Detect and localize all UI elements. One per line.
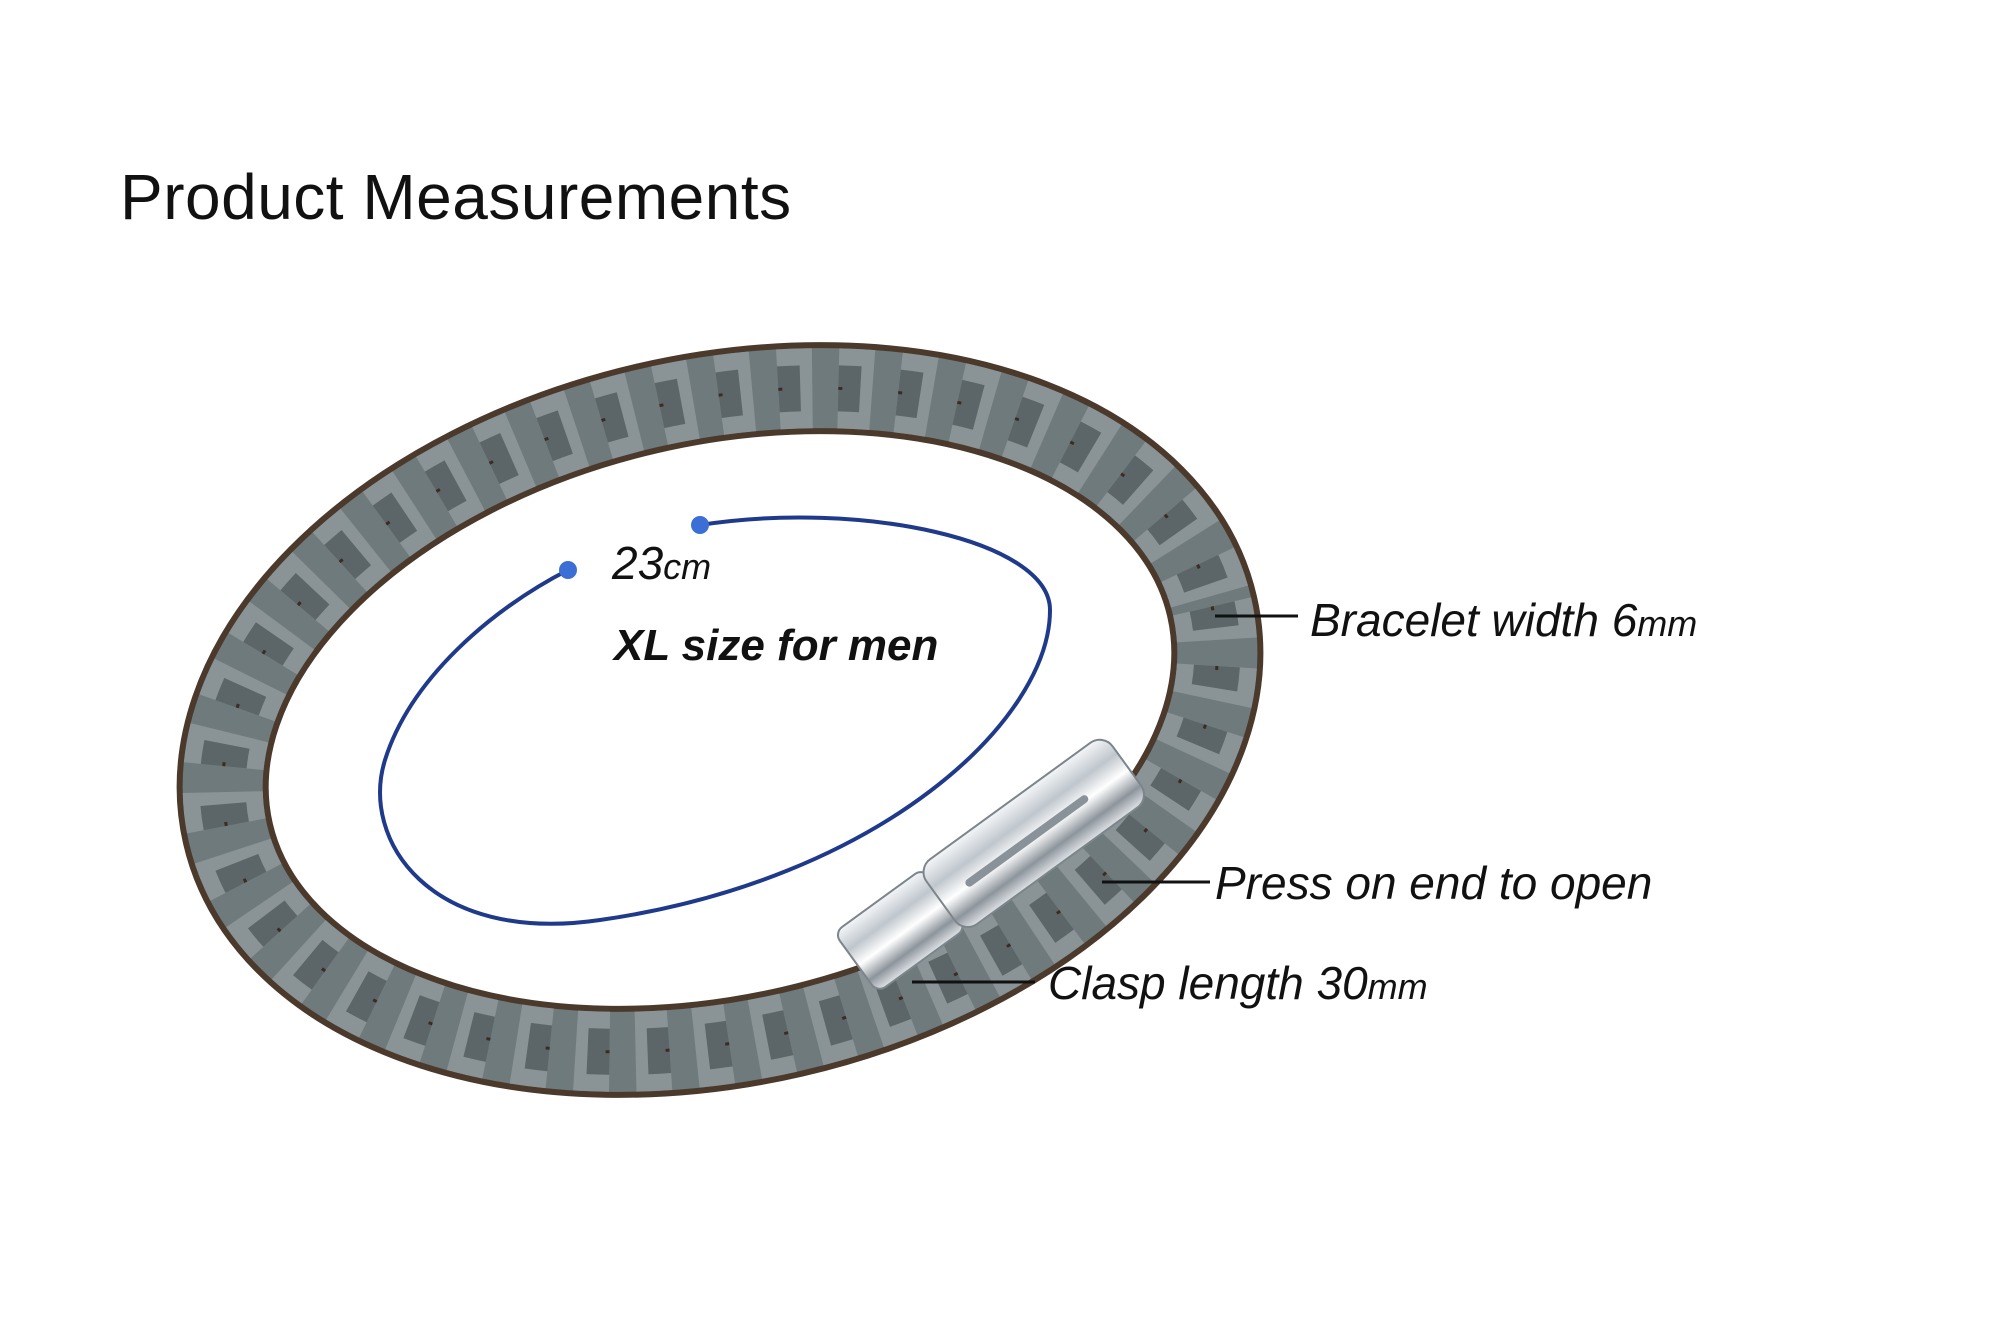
measure-start-dot [559,561,577,579]
clasp-length-label: Clasp length 30mm [1048,960,1428,1006]
page-title: Product Measurements [120,161,792,233]
measure-end-dot [691,516,709,534]
circumference-unit: cm [663,546,712,587]
clasp-length-text: Clasp length 30 [1048,957,1368,1009]
press-to-open-label: Press on end to open [1215,857,1653,909]
size-note: XL size for men [614,621,939,670]
circumference-measure [378,515,1053,926]
circumference-value: 23 [612,537,664,589]
steel-clasp [836,738,1145,990]
clasp-length-unit: mm [1367,966,1428,1007]
circumference-label: 23cm [612,540,711,586]
bracelet-width-unit: mm [1637,603,1698,644]
bracelet-width-label: Bracelet width 6mm [1310,597,1697,643]
bracelet-leather [176,342,1264,1098]
bracelet-width-text: Bracelet width 6 [1310,594,1638,646]
